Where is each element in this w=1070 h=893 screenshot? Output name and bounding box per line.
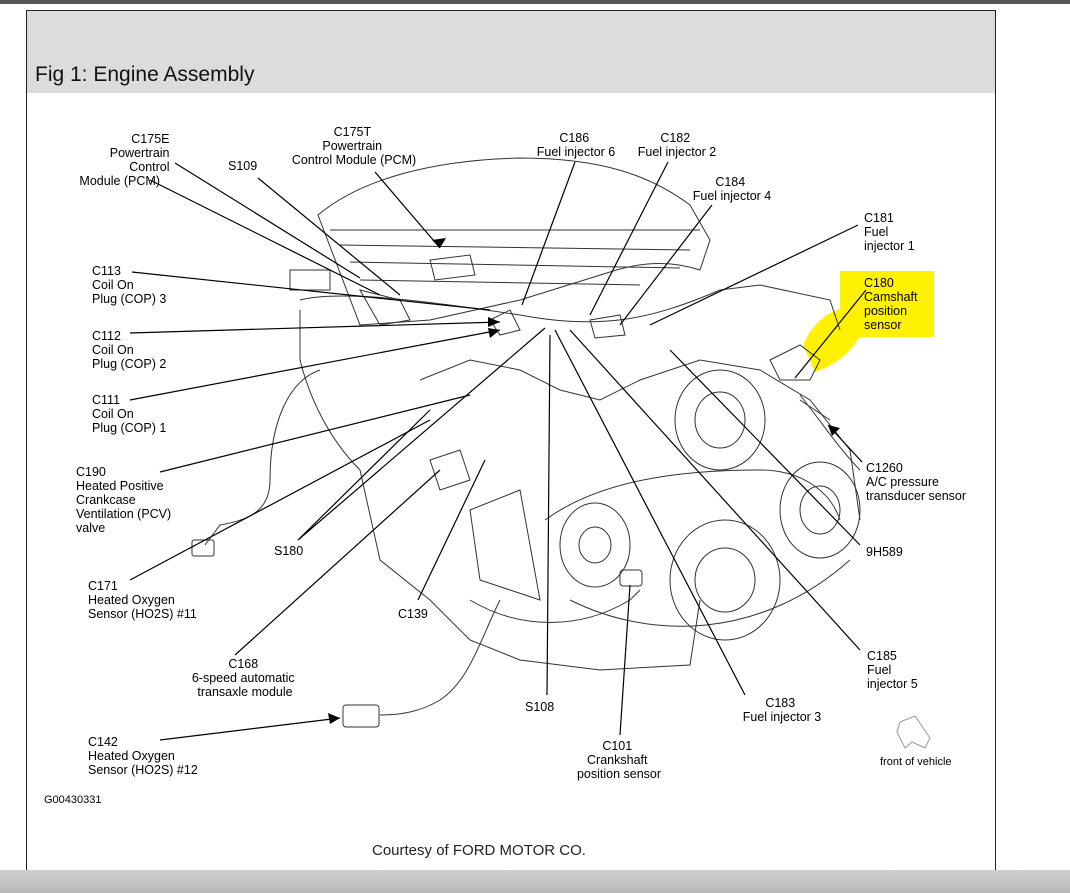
label-c1260: C1260 A/C pressure transducer sensor <box>866 461 966 503</box>
label-s180: S180 <box>274 544 303 558</box>
leader-c184 <box>619 204 713 326</box>
arrow-c111 <box>488 328 500 338</box>
label-c171: C171 Heated Oxygen Sensor (HO2S) #11 <box>88 579 197 621</box>
leader-c113 <box>131 271 491 311</box>
leader-9h589 <box>669 349 861 546</box>
leader-c139 <box>417 459 486 601</box>
label-c180: C180 Camshaft position sensor <box>864 276 921 332</box>
leader-c101 <box>619 584 631 736</box>
engine-drawing <box>191 157 861 728</box>
label-c182: C182 Fuel injector 2 <box>638 131 717 159</box>
leader-c181 <box>649 224 859 326</box>
figure-header: Fig 1: Engine Assembly <box>27 11 995 93</box>
label-c101: C101 Crankshaft position sensor <box>577 739 661 781</box>
courtesy-caption: Courtesy of FORD MOTOR CO. <box>372 842 586 859</box>
label-c183: C183 Fuel injector 3 <box>743 696 822 724</box>
leader-c182 <box>589 161 669 316</box>
label-c139: C139 <box>398 607 428 621</box>
leader-c175t <box>374 171 441 249</box>
leader-c180 <box>794 289 867 379</box>
leader-lines <box>129 161 867 741</box>
front-of-vehicle-arrow-icon <box>896 715 931 749</box>
label-c111: C111 Coil On Plug (COP) 1 <box>92 393 166 435</box>
leader-c175e-b <box>149 179 381 296</box>
label-s108: S108 <box>525 700 554 714</box>
highlight-marks <box>803 271 934 372</box>
figure-code: G00430331 <box>44 794 102 806</box>
arrowheads <box>328 238 840 724</box>
figure-frame: Fig 1: Engine Assembly <box>26 10 996 873</box>
leader-c168 <box>234 469 441 656</box>
label-9h589: 9H589 <box>866 545 903 559</box>
label-c184: C184 Fuel injector 4 <box>693 175 772 203</box>
label-c185: C185 Fuel injector 5 <box>867 649 918 691</box>
leader-s108 <box>546 334 551 696</box>
arrow-c142 <box>328 713 340 724</box>
label-c175t: C175T Powertrain Control Module (PCM) <box>292 125 416 167</box>
figure-title: Fig 1: Engine Assembly <box>35 63 255 86</box>
arrow-c175t <box>432 238 446 248</box>
label-c186: C186 Fuel injector 6 <box>537 131 616 159</box>
label-c113: C113 Coil On Plug (COP) 3 <box>92 264 166 306</box>
leader-c112 <box>129 321 501 334</box>
window-top-edge <box>0 0 1070 4</box>
leader-c175e <box>174 162 361 279</box>
leader-c171 <box>129 419 431 581</box>
leader-c111 <box>129 329 501 401</box>
leader-c142 <box>159 717 341 741</box>
front-of-vehicle-label: front of vehicle <box>880 756 952 768</box>
bottom-scroll-bar <box>0 870 1070 893</box>
arrow-c112 <box>488 317 500 327</box>
leader-c183 <box>554 329 746 696</box>
label-c112: C112 Coil On Plug (COP) 2 <box>92 329 166 371</box>
leader-c185 <box>569 329 861 651</box>
leader-c186 <box>521 161 576 306</box>
camshaft-sensor-highlight <box>803 307 864 372</box>
leader-s180-b <box>297 327 546 541</box>
leader-c190 <box>159 394 471 473</box>
leader-s180 <box>297 409 431 541</box>
label-c190: C190 Heated Positive Crankcase Ventilati… <box>76 465 175 535</box>
label-c175e: C175E Powertrain Control Module (PCM) <box>79 132 173 188</box>
label-c181: C181 Fuel injector 1 <box>864 211 915 253</box>
leader-s109 <box>257 177 401 296</box>
label-c168: C168 6-speed automatic transaxle module <box>192 657 298 699</box>
label-c142: C142 Heated Oxygen Sensor (HO2S) #12 <box>88 735 198 777</box>
arrow-c1260 <box>828 425 840 436</box>
callout-labels: C175E Powertrain Control Module (PCM) S1… <box>44 125 966 806</box>
label-s109: S109 <box>228 159 257 173</box>
